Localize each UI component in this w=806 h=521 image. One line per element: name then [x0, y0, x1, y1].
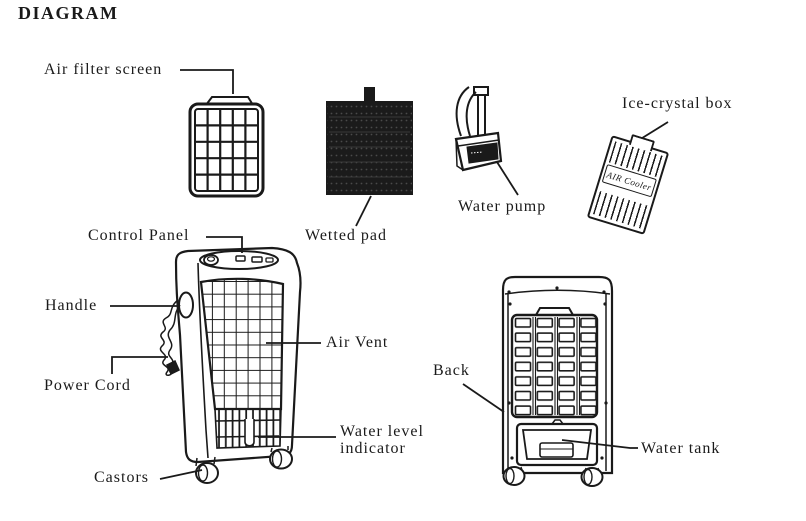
label-air-vent: Air Vent — [326, 334, 389, 351]
back-leader — [462, 383, 505, 413]
power-cord-drawing — [159, 299, 181, 376]
front-unit-drawing — [159, 246, 302, 484]
air-filter-screen-drawing — [188, 96, 265, 198]
label-air-filter-screen: Air filter screen — [44, 61, 163, 78]
control-panel-drawing — [199, 250, 279, 270]
label-ice-crystal-box: Ice-crystal box — [622, 95, 733, 112]
label-back: Back — [433, 362, 470, 379]
label-power-cord: Power Cord — [44, 377, 131, 394]
label-water-level-line1: Water level — [340, 423, 424, 440]
air-vent-grille — [199, 277, 285, 411]
power-cord-leader — [111, 356, 168, 374]
label-control-panel: Control Panel — [88, 227, 190, 244]
back-castors-drawing — [502, 466, 604, 487]
water-level-indicator-drawing — [214, 408, 282, 449]
label-water-level-line2: indicator — [340, 440, 406, 457]
label-handle: Handle — [45, 297, 98, 314]
screws — [507, 286, 608, 460]
air-filter-leader — [180, 69, 234, 94]
water-tank-leader — [561, 439, 638, 449]
front-unit-side-edge — [197, 262, 209, 459]
water-pump-leader — [496, 161, 519, 196]
wetted-pad-leader — [355, 195, 372, 227]
label-water-level-indicator: Water level indicator — [340, 423, 424, 457]
castors-leader — [159, 469, 203, 480]
wetted-pad-drawing — [326, 87, 413, 195]
label-castors: Castors — [94, 469, 149, 486]
label-wetted-pad: Wetted pad — [305, 227, 388, 244]
rear-grille-drawing — [510, 307, 599, 419]
water-pump-drawing — [454, 86, 503, 172]
front-castors-drawing — [195, 446, 293, 484]
label-water-pump: Water pump — [458, 198, 547, 215]
page-title: DIAGRAM — [18, 3, 119, 23]
label-water-tank: Water tank — [641, 440, 721, 457]
control-panel-leader — [206, 236, 243, 253]
handle-drawing — [178, 291, 194, 319]
back-unit-drawing — [501, 275, 614, 487]
water-tank-drawing — [515, 419, 599, 467]
